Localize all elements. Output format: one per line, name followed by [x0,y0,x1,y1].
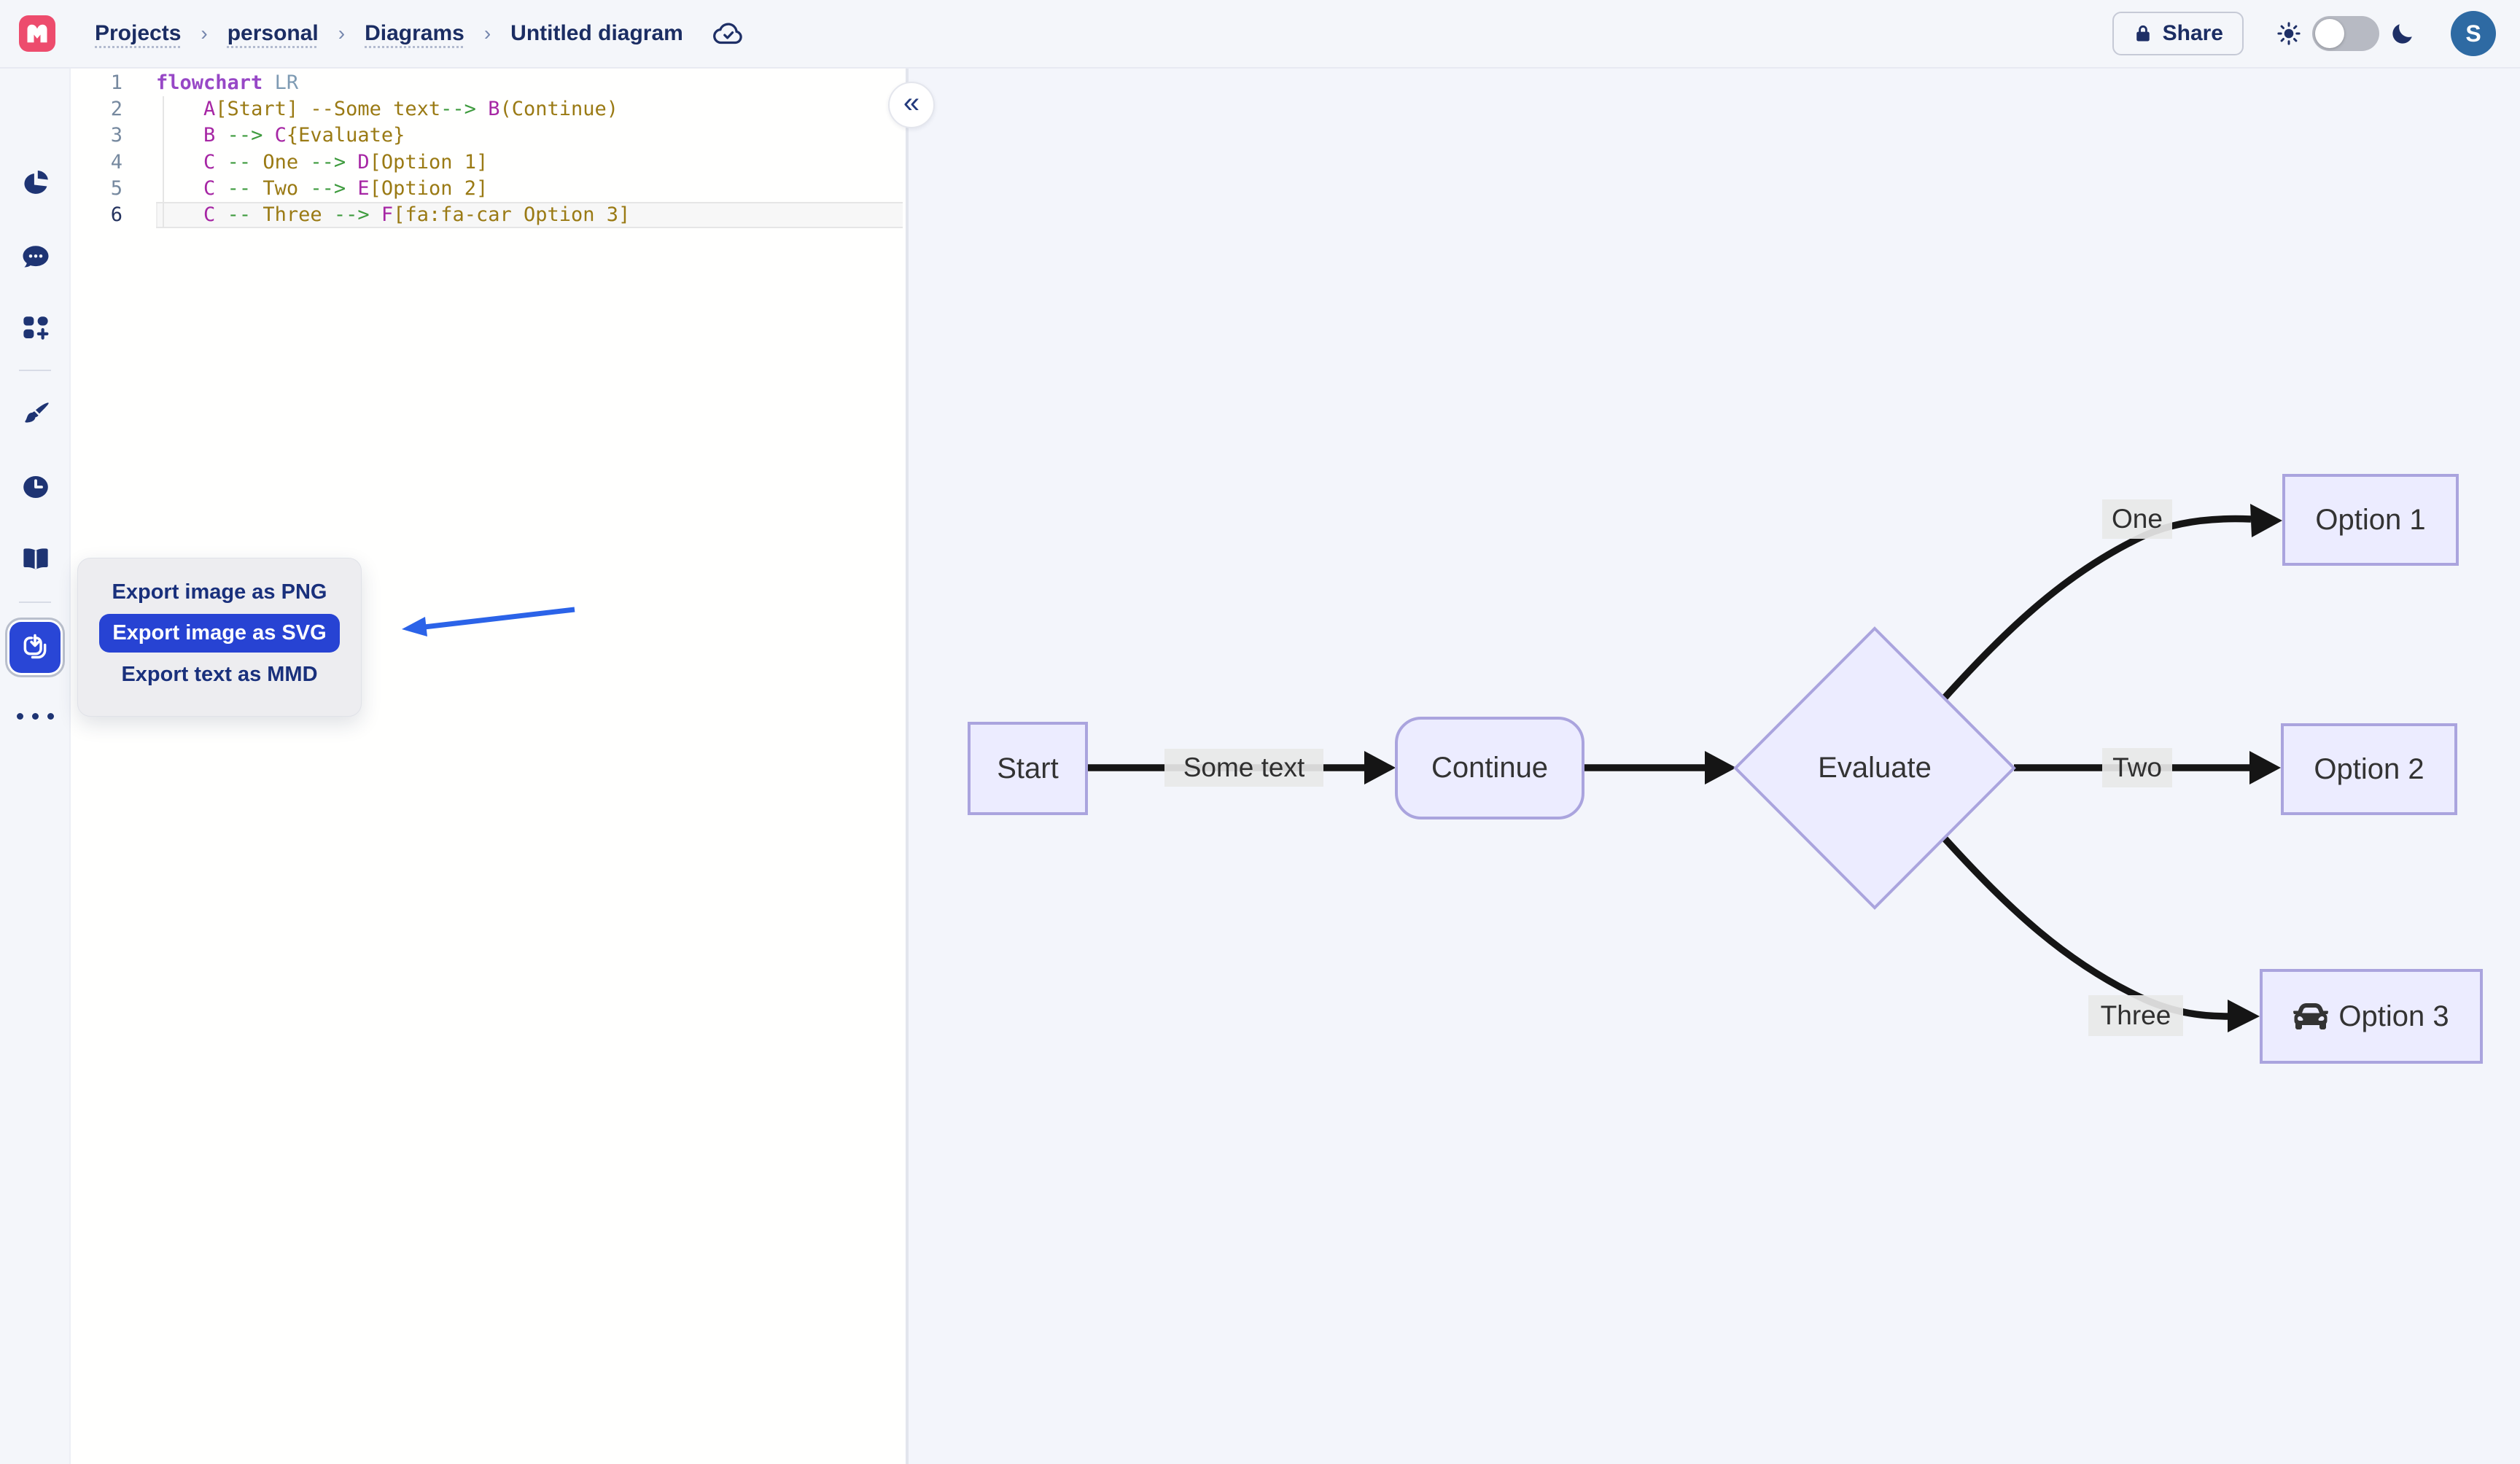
sidebar-item-comments[interactable] [0,242,71,273]
code-line-2[interactable]: 2 A[Start] --Some text--> B(Continue) [71,96,906,122]
mermaid-chart-logo[interactable] [19,15,55,52]
sun-icon [2276,20,2302,47]
diagram-canvas[interactable]: Start Continue Evaluate Option 1 Option … [911,69,2520,1464]
line-number: 6 [110,203,122,226]
breadcrumb-separator: › [483,22,491,44]
node-option3: Option 3 [2260,969,2483,1064]
breadcrumb-diagrams[interactable]: Diagrams [365,21,464,45]
node-option1-label: Option 1 [2315,503,2426,536]
comments-icon [23,246,48,268]
menu-item-export-mmd[interactable]: Export text as MMD [121,662,318,686]
node-option2-label: Option 2 [2314,752,2424,785]
flowchart-edges [1088,504,2282,1032]
sidebar-item-more[interactable] [0,713,71,720]
annotation-arrow [402,607,575,636]
toggle-knob [2315,19,2344,48]
sidebar-item-export-active[interactable] [9,622,61,673]
sidebar-item-theme-editor[interactable] [0,400,71,430]
code-text[interactable]: C -- One --> D[Option 1] [203,150,489,174]
line-number: 2 [110,98,122,121]
code-line-1[interactable]: 1 flowchart LR [71,70,906,96]
node-option3-label: Option 3 [2338,1000,2449,1032]
history-clock-icon [23,475,48,499]
code-text[interactable]: C -- Two --> E[Option 2] [203,176,489,200]
theme-switcher [2276,16,2416,51]
node-continue: Continue [1395,717,1584,819]
breadcrumb-personal[interactable]: personal [227,21,319,45]
indent-guide [163,96,164,228]
avatar-initial: S [2465,20,2481,47]
paintbrush-icon [24,402,49,423]
sidebar-item-templates[interactable] [0,313,71,343]
edge-label-three: Three [2088,995,2183,1036]
car-icon [2293,999,2329,1034]
lock-icon [2133,22,2153,45]
node-start: Start [968,722,1088,815]
cloud-saved-icon [712,17,745,50]
line-number: 4 [110,150,122,174]
line-number: 3 [110,124,122,147]
share-button[interactable]: Share [2112,12,2244,55]
node-evaluate-shape [1733,626,2016,910]
edge-label-one: One [2102,499,2172,539]
breadcrumb-current-document[interactable]: Untitled diagram [510,21,683,45]
chart-pie-icon [23,170,48,194]
breadcrumb-separator: › [338,22,346,44]
code-line-4[interactable]: 4 C -- One --> D[Option 1] [71,149,906,176]
sidebar-item-diagrams[interactable] [0,168,71,198]
node-option1: Option 1 [2282,474,2459,566]
edge-label-some-text: Some text [1164,749,1323,787]
sidebar-divider [19,370,51,371]
sidebar-item-history[interactable] [0,472,71,502]
ellipsis-icon [17,713,54,720]
user-avatar[interactable]: S [2451,11,2496,56]
code-text[interactable]: flowchart LR [156,71,299,94]
breadcrumb-projects[interactable]: Projects [95,21,182,45]
moon-icon [2389,20,2416,47]
top-bar: Projects › personal › Diagrams › Untitle… [0,0,2520,69]
code-line-5[interactable]: 5 C -- Two --> E[Option 2] [71,176,906,202]
line-number: 1 [110,71,122,94]
book-open-icon [23,548,48,570]
code-text[interactable]: C -- Three --> F[fa:fa-car Option 3] [156,201,903,229]
code-text[interactable]: B --> C{Evaluate} [203,124,405,147]
breadcrumb: Projects › personal › Diagrams › Untitle… [95,17,745,50]
menu-item-export-png[interactable]: Export image as PNG [112,580,327,604]
edge-label-two: Two [2102,748,2172,787]
code-text[interactable]: A[Start] --Some text--> B(Continue) [203,98,619,121]
collapse-editor-button[interactable]: « [888,82,935,128]
mermaid-logo-icon [27,24,47,43]
node-start-label: Start [997,752,1059,784]
code-line-6[interactable]: 6 C -- Three --> F[fa:fa-car Option 3] [71,201,906,229]
node-continue-label: Continue [1431,752,1549,784]
dark-mode-toggle[interactable] [2312,16,2379,51]
code-line-3[interactable]: 3 B --> C{Evaluate} [71,122,906,149]
sidebar-divider [19,601,51,603]
collapse-icon: « [903,87,920,119]
line-number: 5 [110,176,122,200]
menu-item-export-svg[interactable]: Export image as SVG [99,614,340,653]
share-button-label: Share [2162,21,2223,45]
left-sidebar [0,69,71,1464]
blocks-add-icon [23,316,48,340]
node-option2: Option 2 [2281,723,2457,815]
breadcrumb-separator: › [201,22,208,44]
sidebar-item-documentation[interactable] [0,544,71,575]
node-evaluate-label: Evaluate [1818,751,1932,784]
export-menu: Export image as PNG Export image as SVG … [77,558,362,717]
export-download-icon [23,634,47,659]
